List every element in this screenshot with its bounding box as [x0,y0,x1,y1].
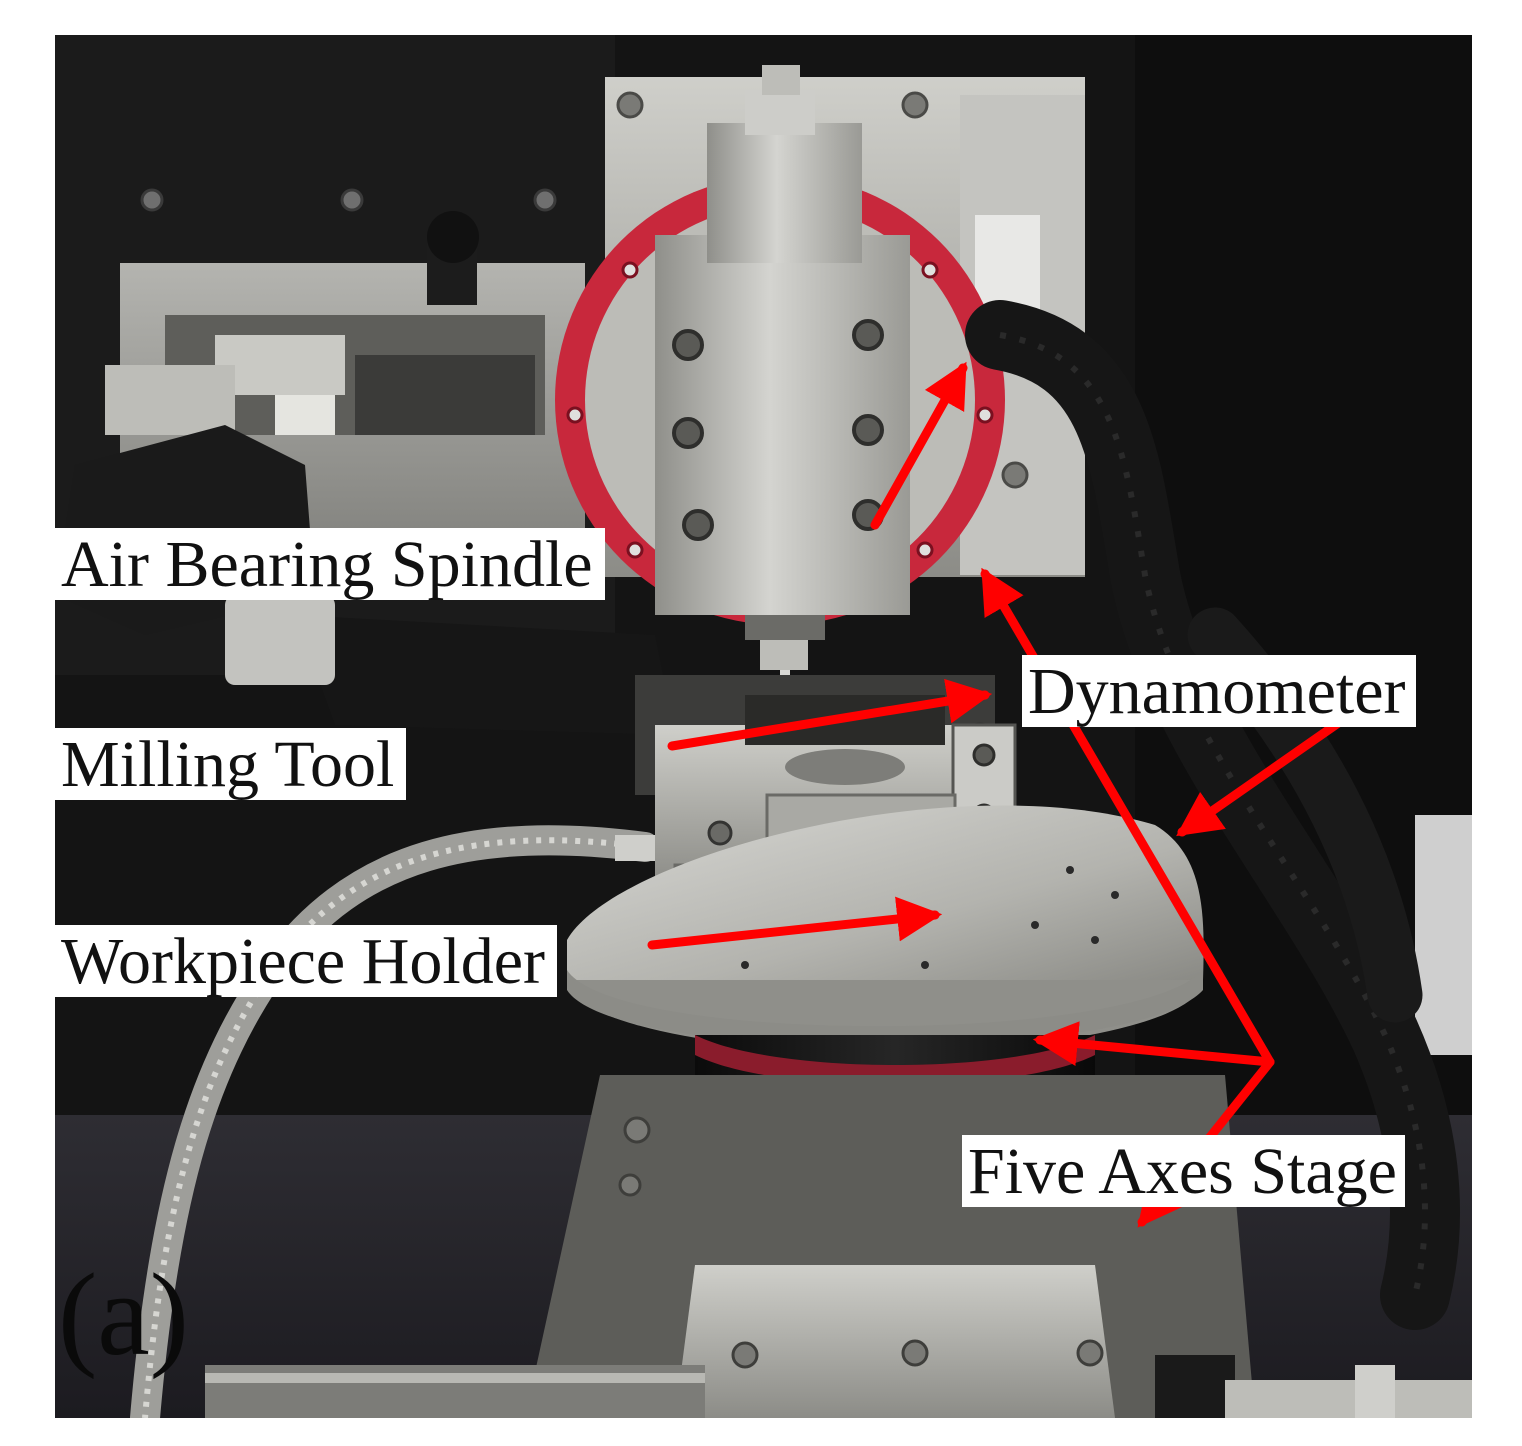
label-air-bearing-spindle: Air Bearing Spindle [55,528,605,600]
label-dynamometer: Dynamometer [1022,655,1416,727]
panel-letter: (a) [58,1249,189,1380]
label-five-axes-stage: Five Axes Stage [962,1135,1405,1207]
label-milling-tool: Milling Tool [55,728,407,800]
label-workpiece-holder: Workpiece Holder [55,925,557,997]
